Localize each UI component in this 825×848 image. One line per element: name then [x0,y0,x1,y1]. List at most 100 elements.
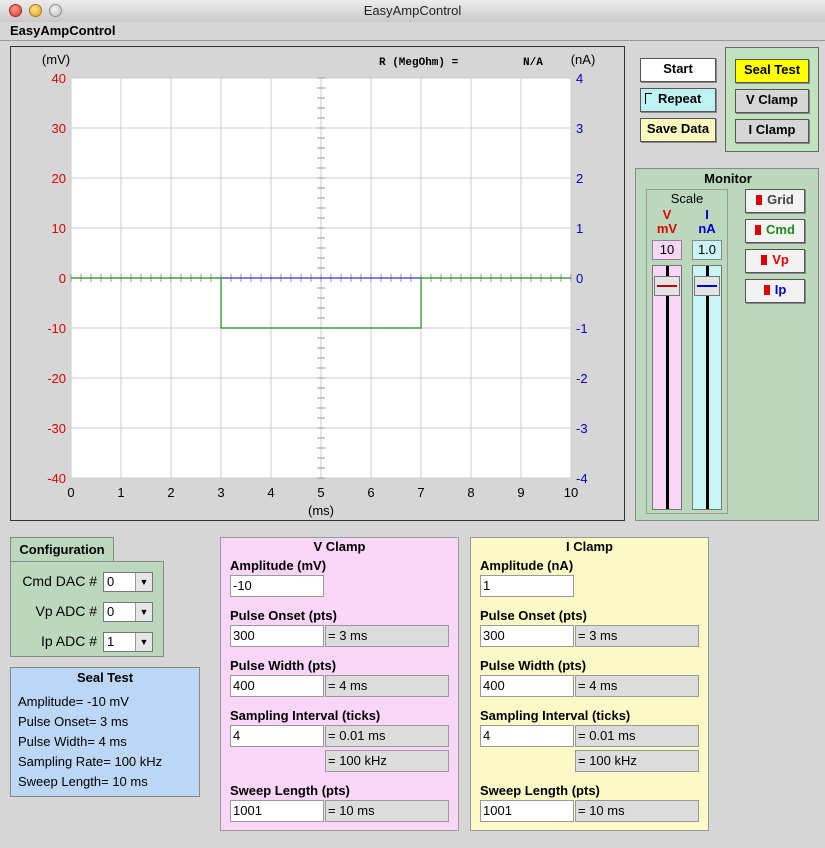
ip-toggle-button[interactable]: Ip [745,279,805,303]
right-tick-label: -4 [576,471,588,486]
cmd-toggle-label: Cmd [766,222,795,237]
v-amplitude-label: Amplitude (mV) [230,558,327,573]
app-header-title: EasyAmpControl [10,23,116,38]
v-interval-khz: = 100 kHz [325,750,449,772]
x-tick-label: 7 [417,485,424,500]
right-tick-label: -1 [576,321,588,336]
right-tick-label: -2 [576,371,588,386]
chevron-down-icon[interactable]: ▼ [135,603,152,621]
x-tick-label: 9 [517,485,524,500]
zoom-window-button[interactable] [49,4,62,17]
left-tick-label: -30 [47,421,66,436]
x-tick-label: 0 [67,485,74,500]
monitor-panel: Monitor Scale V mV I nA 10 1.0 Grid Cmd … [635,168,819,521]
x-tick-label: 4 [267,485,274,500]
ip-adc-select[interactable]: 1▼ [103,632,153,652]
seal-onset: Pulse Onset= 3 ms [18,714,129,729]
v-sweep-label: Sweep Length (pts) [230,783,350,798]
x-tick-label: 1 [117,485,124,500]
i-interval-input[interactable]: 4 [480,725,574,747]
current-scale-slider[interactable] [692,265,722,510]
current-channel-label: I nA [692,208,722,236]
seal-rate: Sampling Rate= 100 kHz [18,754,163,769]
right-tick-label: 2 [576,171,583,186]
left-tick-label: 10 [52,221,66,236]
i-sweep-ms: = 10 ms [575,800,699,822]
i-width-ms: = 4 ms [575,675,699,697]
v-amplitude-input[interactable]: -10 [230,575,324,597]
cmd-toggle-button[interactable]: Cmd [745,219,805,243]
seal-test-button[interactable]: Seal Test [735,59,809,83]
window-title: EasyAmpControl [363,3,462,18]
left-tick-label: 30 [52,121,66,136]
right-axis-unit: (nA) [571,52,596,67]
seal-test-summary: Seal Test Amplitude= -10 mV Pulse Onset=… [10,667,200,797]
i-onset-input[interactable]: 300 [480,625,574,647]
configuration-tab[interactable]: Configuration [10,537,114,561]
minimize-window-button[interactable] [29,4,42,17]
chevron-down-icon[interactable]: ▼ [135,573,152,591]
right-tick-label: -3 [576,421,588,436]
resistance-label: R (MegOhm) = [379,57,459,69]
cmd-dac-value: 0 [107,574,115,589]
monitor-title: Monitor [704,171,752,186]
v-onset-ms: = 3 ms [325,625,449,647]
current-scale-field[interactable]: 1.0 [692,240,722,260]
i-sweep-label: Sweep Length (pts) [480,783,600,798]
start-button[interactable]: Start [640,58,716,82]
v-width-label: Pulse Width (pts) [230,658,337,673]
x-tick-label: 6 [367,485,374,500]
x-tick-label: 2 [167,485,174,500]
vp-toggle-button[interactable]: Vp [745,249,805,273]
v-interval-ms: = 0.01 ms [325,725,449,747]
vp-adc-select[interactable]: 0▼ [103,602,153,622]
x-tick-label: 3 [217,485,224,500]
configuration-panel: Cmd DAC # 0▼ Vp ADC # 0▼ Ip ADC # 1▼ [10,561,164,657]
v-sweep-input[interactable]: 1001 [230,800,324,822]
i-clamp-panel: I Clamp Amplitude (nA) 1 Pulse Onset (pt… [470,537,709,831]
save-data-button[interactable]: Save Data [640,118,716,142]
v-clamp-title: V Clamp [313,539,366,554]
v-interval-input[interactable]: 4 [230,725,324,747]
v-width-ms: = 4 ms [325,675,449,697]
left-tick-label: -40 [47,471,66,486]
i-amplitude-input[interactable]: 1 [480,575,574,597]
i-interval-label: Sampling Interval (ticks) [480,708,631,723]
i-sweep-input[interactable]: 1001 [480,800,574,822]
i-clamp-button[interactable]: I Clamp [735,119,809,143]
close-window-button[interactable] [9,4,22,17]
window-titlebar: EasyAmpControl [0,0,825,23]
left-tick-label: 0 [59,271,66,286]
repeat-checkbox-icon[interactable] [645,93,652,104]
voltage-label: V [662,207,672,222]
repeat-button[interactable]: Repeat [640,88,716,112]
voltage-scale-slider[interactable] [652,265,682,510]
i-width-input[interactable]: 400 [480,675,574,697]
left-tick-label: -20 [47,371,66,386]
voltage-scale-field[interactable]: 10 [652,240,682,260]
seal-amplitude: Amplitude= -10 mV [18,694,129,709]
cmd-dac-select[interactable]: 0▼ [103,572,153,592]
i-width-label: Pulse Width (pts) [480,658,587,673]
grid-toggle-label: Grid [767,192,794,207]
right-tick-label: 1 [576,221,583,236]
v-width-input[interactable]: 400 [230,675,324,697]
chevron-down-icon[interactable]: ▼ [135,633,152,651]
i-onset-ms: = 3 ms [575,625,699,647]
v-onset-label: Pulse Onset (pts) [230,608,337,623]
grid-toggle-button[interactable]: Grid [745,189,805,213]
voltage-slider-knob[interactable] [654,276,680,296]
vp-adc-value: 0 [107,604,115,619]
repeat-label: Repeat [658,91,702,106]
v-clamp-button[interactable]: V Clamp [735,89,809,113]
seal-test-title: Seal Test [76,670,134,685]
seal-width: Pulse Width= 4 ms [18,734,127,749]
v-sweep-ms: = 10 ms [325,800,449,822]
current-slider-knob[interactable] [694,276,720,296]
ip-adc-value: 1 [107,634,115,649]
v-onset-input[interactable]: 300 [230,625,324,647]
scale-group: Scale V mV I nA 10 1.0 [646,189,728,514]
app-header-bar: EasyAmpControl [0,22,825,41]
